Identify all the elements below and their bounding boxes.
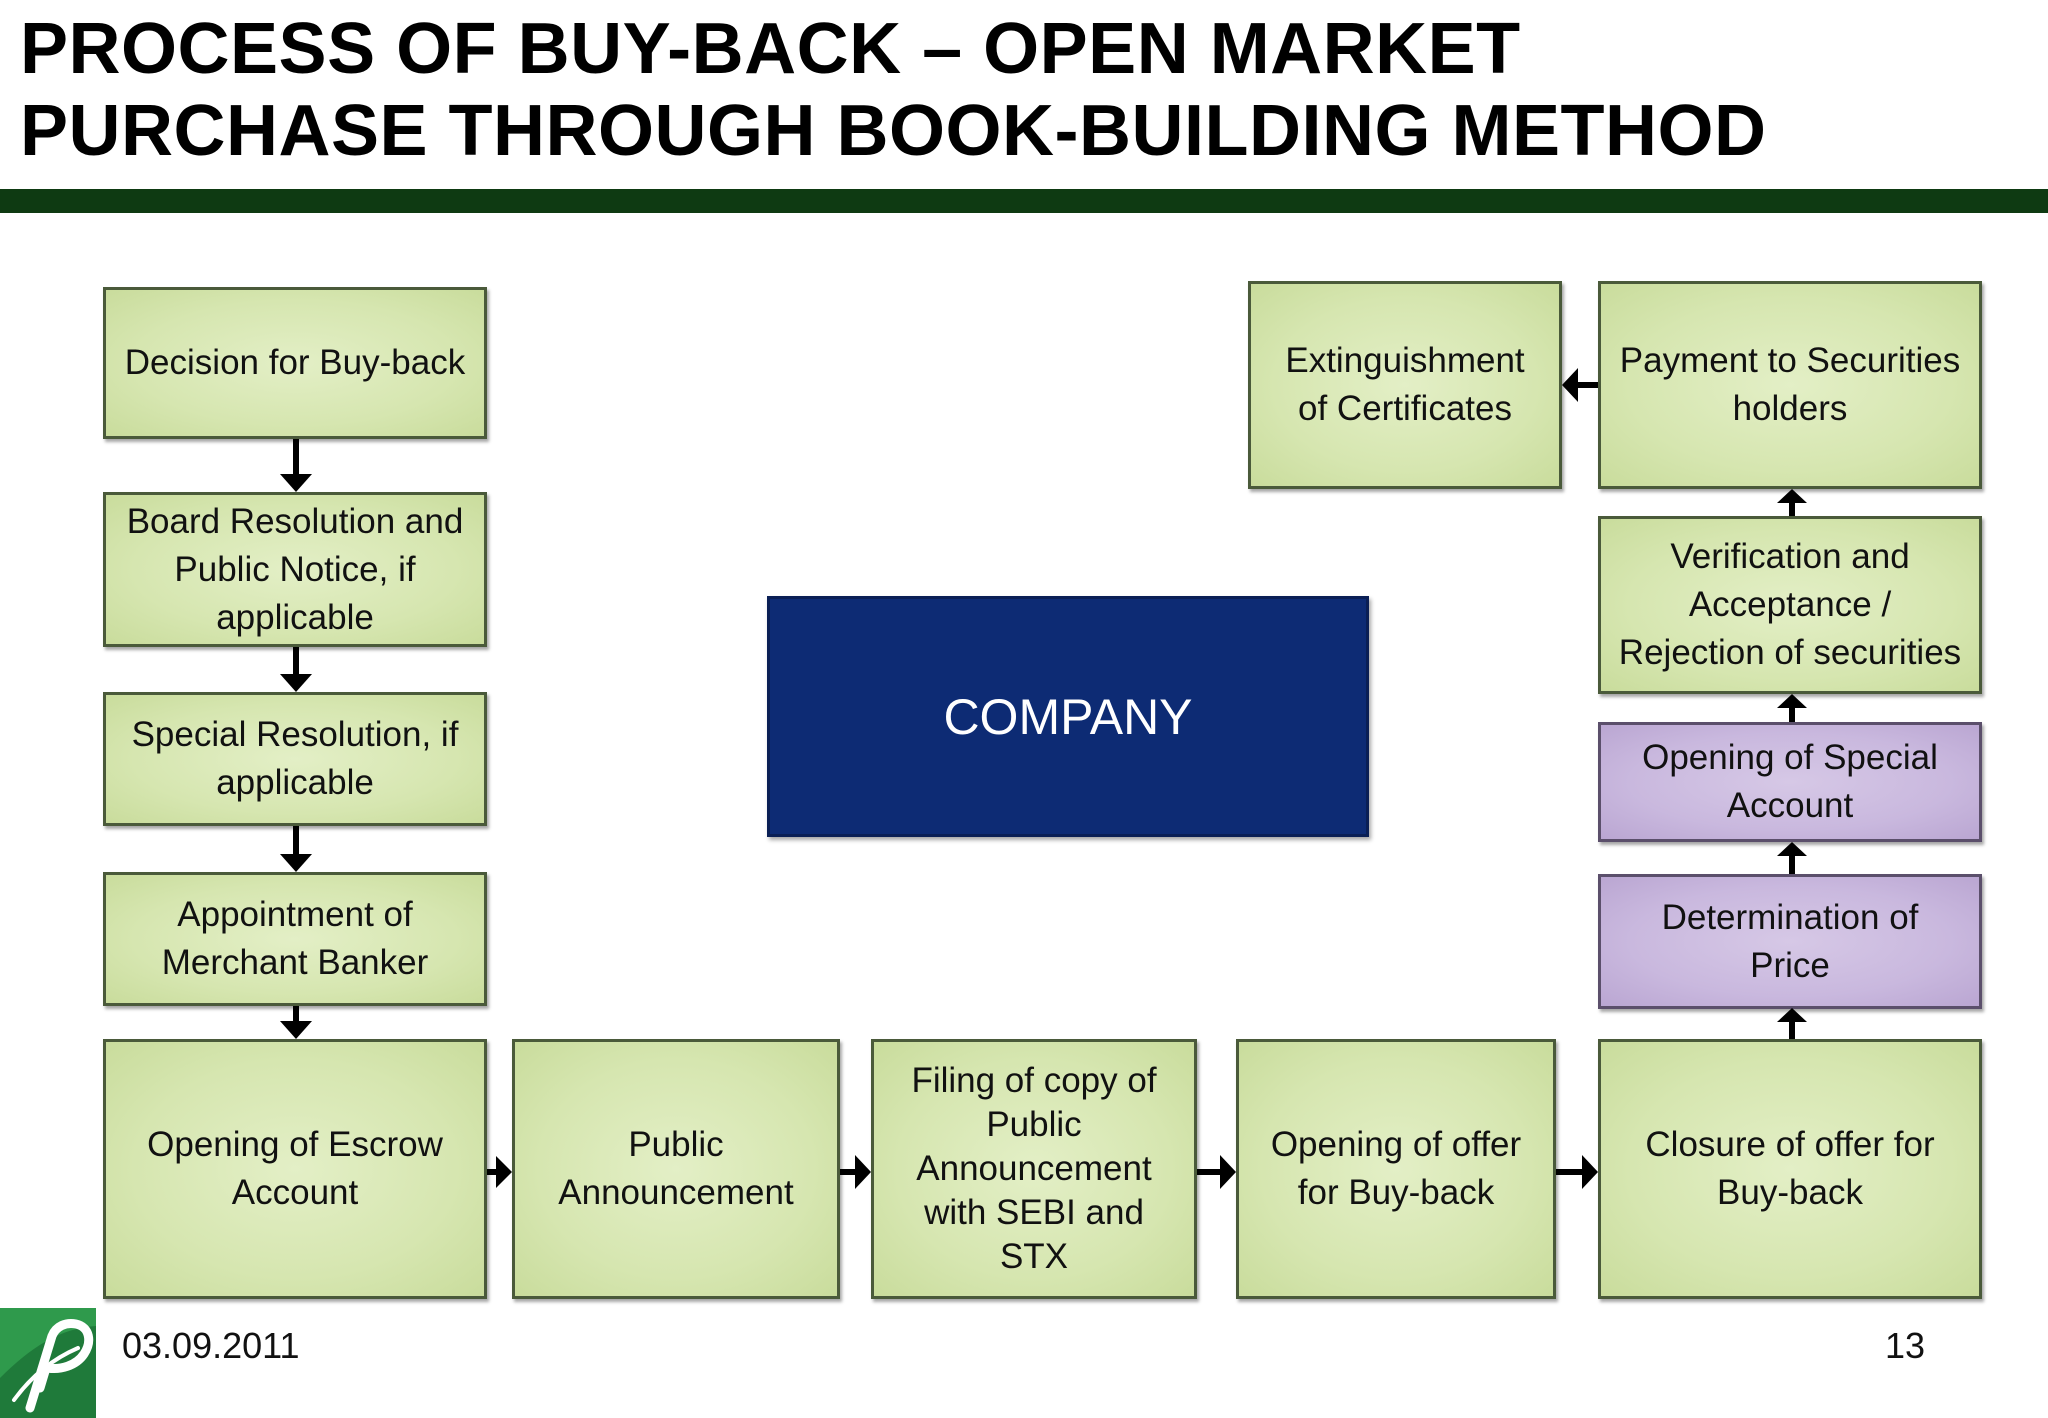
slide-title-line-2: PURCHASE THROUGH BOOK-BUILDING METHOD [20, 91, 1767, 171]
step-decision-for-buyback: Decision for Buy-back [103, 287, 487, 439]
footer-date: 03.09.2011 [122, 1325, 300, 1366]
arrow-up-2 [1777, 842, 1807, 874]
page-number: 13 [1885, 1325, 1926, 1366]
slide-title-line-1: PROCESS OF BUY-BACK – OPEN MARKET [20, 9, 1521, 89]
step-opening-of-offer: Opening of offer for Buy-back [1236, 1039, 1556, 1299]
step-special-resolution: Special Resolution, if applicable [103, 692, 487, 826]
step-extinguishment-certificates: Extinguishment of Certificates [1248, 281, 1562, 489]
step-determination-of-price: Determination of Price [1598, 874, 1982, 1009]
arrow-down-4 [280, 1006, 312, 1039]
arrow-down-3 [280, 826, 312, 872]
step-payment-to-holders: Payment to Securities holders [1598, 281, 1982, 489]
arrow-down-1 [280, 439, 312, 492]
step-filing-copy-sebi-stx: Filing of copy of Public Announcement wi… [871, 1039, 1197, 1299]
step-board-resolution: Board Resolution and Public Notice, if a… [103, 492, 487, 647]
arrow-right-4 [1556, 1155, 1598, 1189]
arrow-up-3 [1777, 694, 1807, 722]
step-appointment-merchant-banker: Appointment of Merchant Banker [103, 872, 487, 1006]
arrow-right-2 [840, 1155, 871, 1189]
arrow-right-1 [487, 1156, 512, 1188]
slide-title: PROCESS OF BUY-BACK – OPEN MARKET PURCHA… [20, 8, 1920, 172]
company-logo [0, 1308, 96, 1418]
title-divider-bar [0, 189, 2048, 213]
company-box: COMPANY [767, 596, 1369, 837]
step-closure-of-offer: Closure of offer for Buy-back [1598, 1039, 1982, 1299]
arrow-down-2 [280, 647, 312, 692]
step-verification-acceptance: Verification and Acceptance / Rejection … [1598, 516, 1982, 694]
arrow-left-1 [1562, 368, 1598, 402]
step-public-announcement: Public Announcement [512, 1039, 840, 1299]
step-opening-escrow-account: Opening of Escrow Account [103, 1039, 487, 1299]
arrow-up-4 [1777, 489, 1807, 516]
arrow-up-1 [1777, 1008, 1807, 1039]
arrow-right-3 [1197, 1155, 1236, 1189]
step-opening-special-account: Opening of Special Account [1598, 722, 1982, 842]
